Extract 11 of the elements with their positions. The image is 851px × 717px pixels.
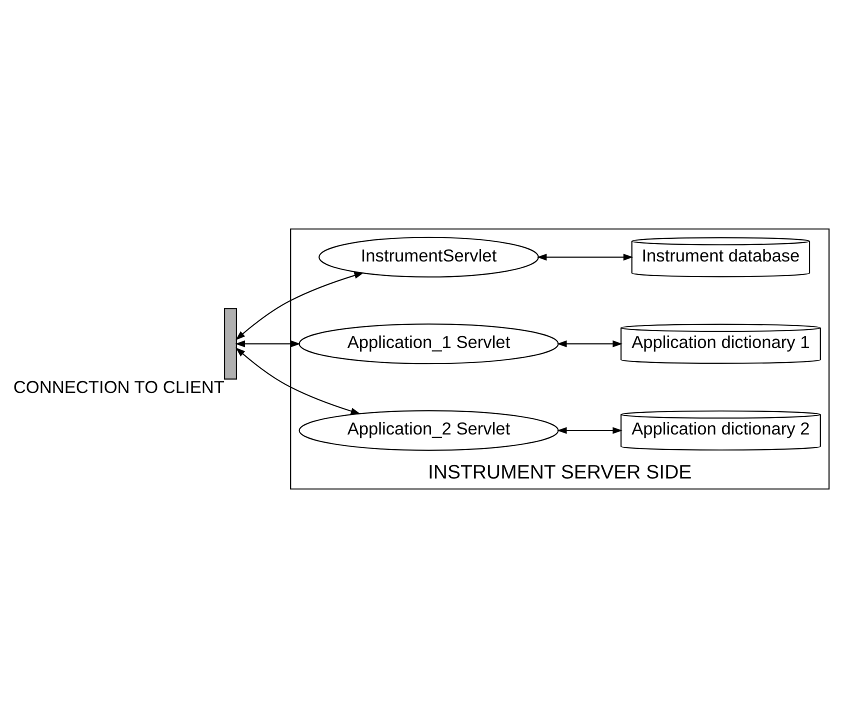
node-ellipse: Application_1 Servlet <box>298 323 559 364</box>
arrow <box>536 253 634 260</box>
arrow <box>556 426 622 434</box>
node-bar <box>224 308 237 380</box>
arrow <box>236 272 364 340</box>
node-label: CONNECTION TO CLIENT <box>13 376 225 396</box>
arrow <box>556 340 622 347</box>
arrow <box>236 346 361 414</box>
arrow <box>235 340 300 347</box>
node-ellipse: InstrumentServlet <box>318 236 539 277</box>
node-ellipse: Application_2 Servlet <box>298 410 559 450</box>
